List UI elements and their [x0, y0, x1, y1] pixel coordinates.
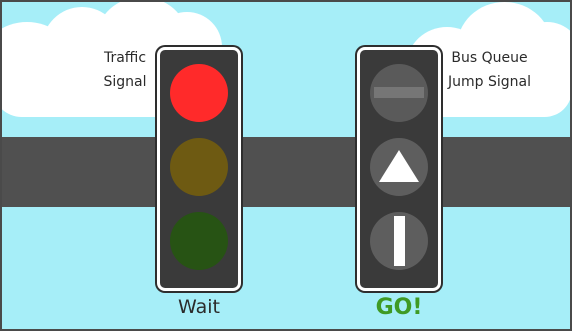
- horizontal-bar-icon: [374, 87, 424, 98]
- bus-signal-label-line2: Jump Signal: [432, 70, 547, 94]
- go-caption: GO!: [357, 295, 441, 320]
- triangle-lamp: [370, 138, 428, 196]
- green-lamp: [170, 212, 228, 270]
- triangle-icon: [379, 150, 419, 182]
- bus-signal-label-line1: Bus Queue: [432, 46, 547, 70]
- red-lamp: [170, 64, 228, 122]
- wait-caption: Wait: [157, 296, 241, 318]
- horizontal-bar-lamp: [370, 64, 428, 122]
- vertical-bar-lamp: [370, 212, 428, 270]
- traffic-signal-label-line1: Traffic: [90, 46, 160, 70]
- traffic-signal: [157, 47, 241, 291]
- traffic-signal-label: Traffic Signal: [90, 46, 160, 94]
- traffic-signal-label-line2: Signal: [90, 70, 160, 94]
- amber-lamp: [170, 138, 228, 196]
- bus-queue-jump-signal: [357, 47, 441, 291]
- bus-signal-label: Bus Queue Jump Signal: [432, 46, 547, 94]
- road: [2, 137, 570, 207]
- vertical-bar-icon: [394, 216, 405, 266]
